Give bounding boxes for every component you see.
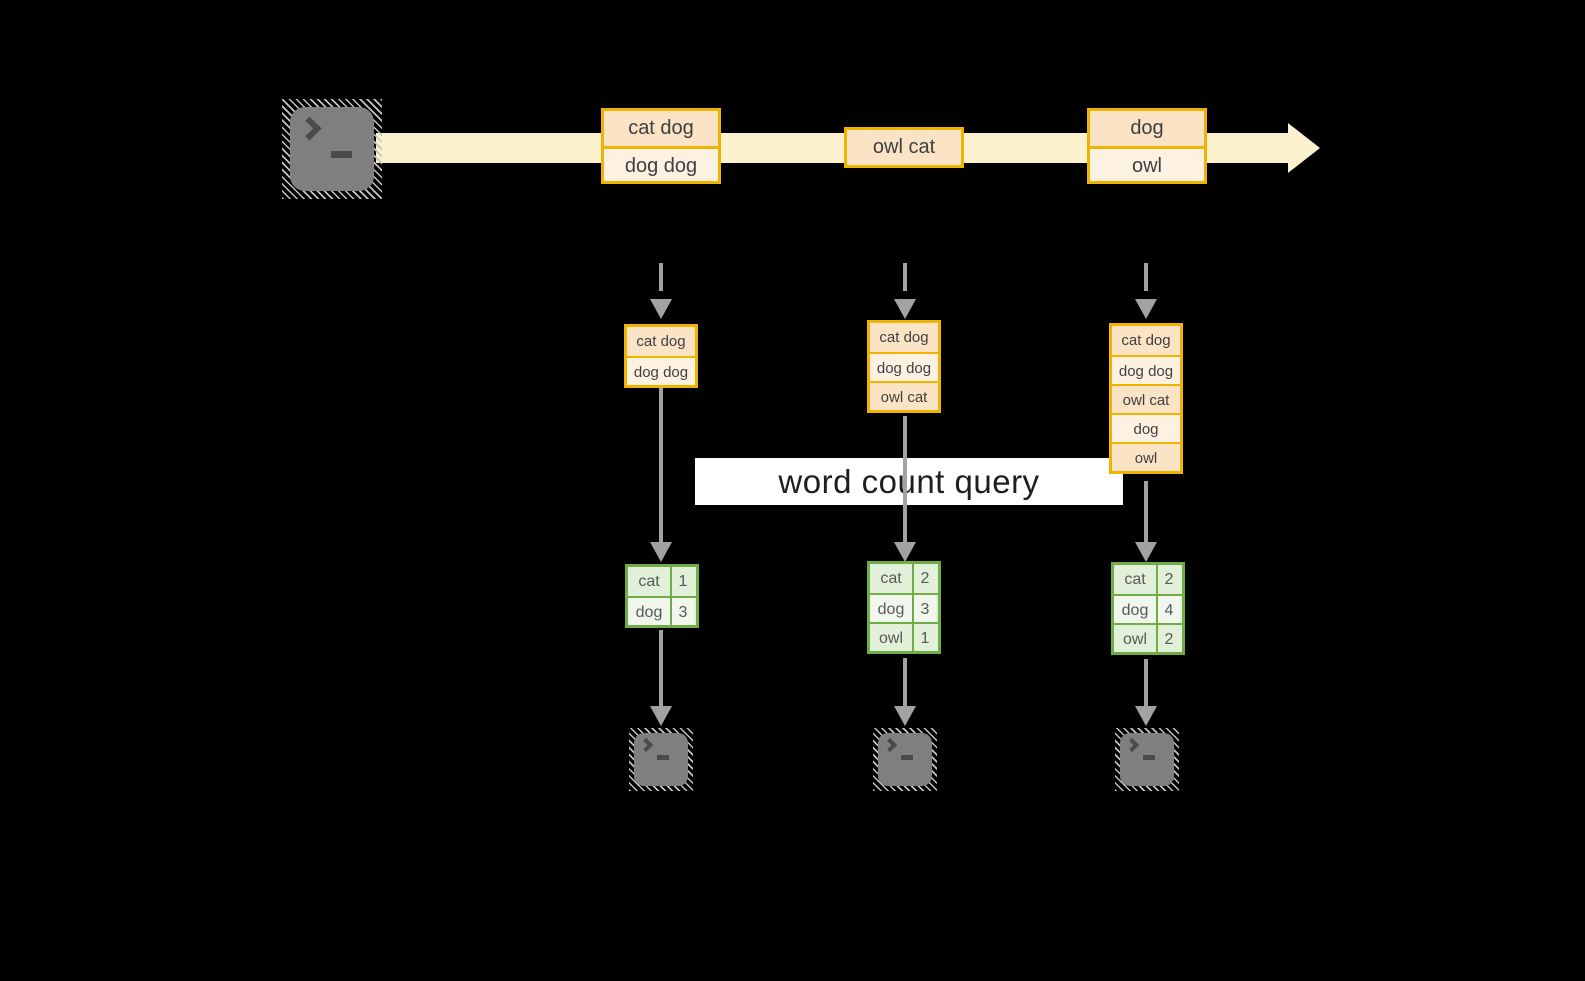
terminal-prompt-icon: [638, 737, 654, 753]
state-row: cat dog: [1112, 326, 1180, 355]
count-value-cell: 2: [1158, 565, 1180, 594]
terminal-cursor-icon: [901, 755, 913, 760]
state-row: owl cat: [870, 381, 938, 410]
state-row: dog dog: [1112, 355, 1180, 384]
stream-event-line: dog: [1090, 111, 1204, 146]
state-row: dog dog: [627, 356, 695, 385]
consumer-terminal-icon-3: [1115, 728, 1179, 791]
stream-event-box-2: owl cat: [844, 127, 964, 168]
table-to-consumer-arrow-head-2: [894, 706, 916, 726]
state-to-table-arrow-head-3: [1135, 542, 1157, 562]
state-row: dog dog: [870, 352, 938, 381]
count-value-cell: 3: [914, 595, 936, 622]
state-row: owl: [1112, 442, 1180, 471]
count-word-cell: dog: [870, 595, 914, 622]
stream-arrowhead-icon: [1288, 123, 1320, 173]
terminal-cursor-icon: [331, 151, 352, 158]
count-value-cell: 3: [672, 598, 694, 625]
state-to-table-arrow-line-3: [1144, 481, 1148, 542]
stream-event-line: cat dog: [604, 111, 718, 146]
count-word-cell: owl: [1114, 625, 1158, 652]
table-to-consumer-arrow-line-2: [903, 658, 907, 706]
stream-event-line: owl cat: [847, 130, 961, 165]
state-to-table-arrow-line-2: [903, 416, 907, 542]
state-row: owl cat: [1112, 384, 1180, 413]
terminal-screen: [878, 733, 932, 786]
count-word-cell: cat: [1114, 565, 1158, 594]
terminal-cursor-icon: [657, 755, 669, 760]
count-value-cell: 1: [672, 567, 694, 596]
producer-terminal-icon: [282, 99, 382, 199]
state-to-table-arrow-line-1: [659, 388, 663, 542]
terminal-screen: [634, 733, 688, 786]
dashed-arrow-head-1: [650, 299, 672, 319]
state-to-table-arrow-head-2: [894, 542, 916, 562]
consumer-terminal-icon-2: [873, 728, 937, 791]
dashed-arrow-head-3: [1135, 299, 1157, 319]
terminal-prompt-icon: [297, 116, 322, 141]
count-value-cell: 2: [914, 564, 936, 593]
dashed-arrow-line-2: [903, 263, 907, 291]
state-row: cat dog: [870, 323, 938, 352]
count-word-cell: owl: [870, 624, 914, 651]
state-row: cat dog: [627, 327, 695, 356]
query-banner-label: word count query: [778, 462, 1040, 500]
stream-event-line: dog dog: [604, 146, 718, 181]
terminal-prompt-icon: [882, 737, 898, 753]
count-value-cell: 2: [1158, 625, 1180, 652]
dashed-arrow-line-3: [1144, 263, 1148, 291]
count-word-cell: cat: [870, 564, 914, 593]
terminal-prompt-icon: [1124, 737, 1140, 753]
count-word-cell: cat: [628, 567, 672, 596]
consumer-terminal-icon-1: [629, 728, 693, 791]
terminal-cursor-icon: [1143, 755, 1155, 760]
dashed-arrow-line-1: [659, 263, 663, 291]
state-row: dog: [1112, 413, 1180, 442]
stream-event-line: owl: [1090, 146, 1204, 181]
count-word-cell: dog: [628, 598, 672, 625]
terminal-screen: [290, 107, 374, 191]
terminal-screen: [1120, 733, 1174, 786]
state-to-table-arrow-head-1: [650, 542, 672, 562]
table-to-consumer-arrow-line-3: [1144, 659, 1148, 706]
dashed-arrow-head-2: [894, 299, 916, 319]
count-value-cell: 4: [1158, 596, 1180, 623]
table-to-consumer-arrow-line-1: [659, 630, 663, 706]
query-banner: word count query: [695, 458, 1123, 505]
count-value-cell: 1: [914, 624, 936, 651]
count-word-cell: dog: [1114, 596, 1158, 623]
table-to-consumer-arrow-head-1: [650, 706, 672, 726]
table-to-consumer-arrow-head-3: [1135, 706, 1157, 726]
